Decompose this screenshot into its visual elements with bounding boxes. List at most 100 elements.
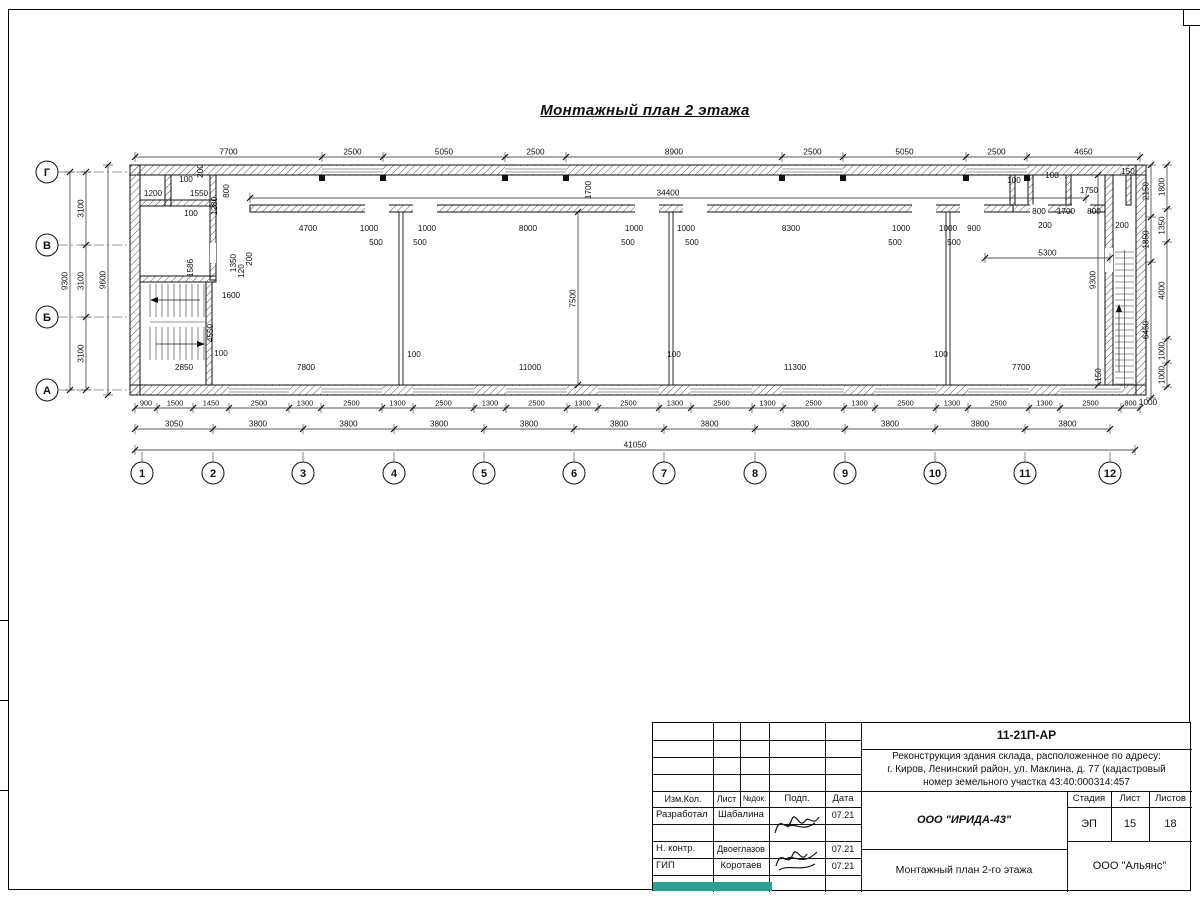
dim-label: 1000 (1139, 398, 1158, 407)
dim-label: 1700 (1057, 207, 1076, 216)
dim-label: 1000 (677, 224, 696, 233)
axis-circle-col (833, 461, 857, 485)
tb-sheet-number: 15 (1123, 817, 1137, 830)
wall-topright-b (1009, 174, 1016, 206)
tb-desc-line: г. Киров, Ленинский район, ул. Маклина, … (887, 763, 1166, 775)
dim-label: 100 (1045, 171, 1059, 180)
dim-label: 3800 (971, 420, 990, 429)
dim-chain: 5300 (981, 249, 1114, 263)
wall-room-topleft-b (164, 174, 172, 207)
stamp-strip (653, 882, 772, 891)
axis-label: 8 (752, 468, 758, 480)
dim-chain: 41050 (131, 441, 1139, 455)
axis-circle-col (1013, 461, 1037, 485)
dim-label: 1300 (1036, 399, 1052, 408)
dim-label: 2850 (175, 363, 194, 372)
axis-circle-row (35, 305, 59, 329)
dim-label: 34400 (657, 189, 680, 198)
axis-label: А (43, 385, 51, 397)
axis-circle-col (1098, 461, 1122, 485)
wall-topright-d (1065, 174, 1072, 206)
tb-date: 07.21 (831, 810, 855, 821)
wall-corridor (249, 204, 1014, 213)
wall-room-topleft-c (209, 174, 217, 281)
pilasters (319, 175, 1030, 181)
dim-label: 7500 (569, 289, 578, 308)
drawing-title: Монтажный план 2 этажа (540, 102, 750, 119)
windows (229, 166, 1121, 394)
dim-label: 3100 (77, 344, 86, 363)
tb-grid-line (653, 774, 861, 776)
wall-topright-a (1012, 204, 1106, 213)
axis-circle-col (923, 461, 947, 485)
dim-label: 3800 (610, 420, 629, 429)
margin-tick (0, 790, 8, 792)
partition-axis10 (945, 211, 951, 386)
dim-label: 3050 (165, 420, 184, 429)
dim-label: 1300 (944, 399, 960, 408)
axis-circle-col (743, 461, 767, 485)
dim-label: 2500 (526, 148, 545, 157)
axis-label: 1 (139, 468, 145, 480)
dim-label: 1350 (229, 253, 238, 272)
axis-label: 11 (1019, 468, 1031, 480)
dim-chain: 3100 3100 3100 (77, 168, 91, 394)
dim-label: 1000 (625, 224, 644, 233)
dim-label: 2500 (528, 399, 544, 408)
margin-tick (0, 700, 8, 702)
dim-label: 1350 (1158, 216, 1167, 235)
wall-room-topleft-a (139, 199, 217, 207)
axis-circle-col (652, 461, 676, 485)
tb-grid-line (653, 807, 861, 809)
dim-label: 7700 (1012, 363, 1031, 372)
dim-label: 150 (1121, 167, 1135, 176)
dim-label: 3800 (520, 420, 539, 429)
axis-label: 10 (929, 468, 941, 480)
tb-name-shabalina: Шабалина (718, 809, 764, 821)
dim-label: 500 (685, 238, 699, 247)
dim-label: 2500 (803, 148, 822, 157)
dim-label: 200 (245, 252, 254, 266)
dim-label: 3800 (339, 420, 358, 429)
tb-org-contractor: ООО "Альянс" (1092, 860, 1167, 873)
dim-label: 2500 (897, 399, 913, 408)
dim-label: 2500 (251, 399, 267, 408)
tb-desc-line: номер земельного участка 43:40:000314:45… (923, 776, 1130, 788)
dim-label: 1500 (167, 399, 183, 408)
tb-header-date: Дата (832, 792, 854, 804)
dim-chain: 9300 (61, 168, 75, 394)
dim-label: 1300 (667, 399, 683, 408)
wall-topright-e (1125, 174, 1132, 206)
dim-label: 11000 (519, 363, 542, 372)
dim-label: 1280 (210, 196, 219, 215)
tb-grid-line (861, 791, 1192, 793)
dim-label: 2500 (987, 148, 1006, 157)
tb-date: 07.21 (831, 861, 855, 872)
tb-role-nkontr: Н. контр. (656, 843, 696, 855)
margin-tick (0, 620, 8, 622)
tb-role-gip: ГИП (656, 860, 675, 872)
dim-label: 3100 (77, 199, 86, 218)
dim-label: 3100 (77, 271, 86, 290)
tb-grid-line (653, 841, 861, 843)
dim-label: 9300 (61, 271, 70, 290)
dim-label: 7700 (219, 148, 238, 157)
dim-label: 9300 (1089, 270, 1098, 289)
axis-circle-row (35, 378, 59, 402)
axis-circle-col (291, 461, 315, 485)
signature-nkontr-gip (775, 851, 818, 871)
title-block: 11-21П-АР Реконструкция здания склада, р… (652, 722, 1192, 892)
dim-label: 8900 (665, 148, 684, 157)
dim-label: 3800 (881, 420, 900, 429)
dim-label: 800 (1124, 399, 1136, 408)
dim-label: 1300 (482, 399, 498, 408)
tb-grid-line (861, 723, 863, 892)
dim-label: 3800 (430, 420, 449, 429)
tb-grid-line (861, 849, 1067, 851)
dim-label: 8000 (519, 224, 538, 233)
